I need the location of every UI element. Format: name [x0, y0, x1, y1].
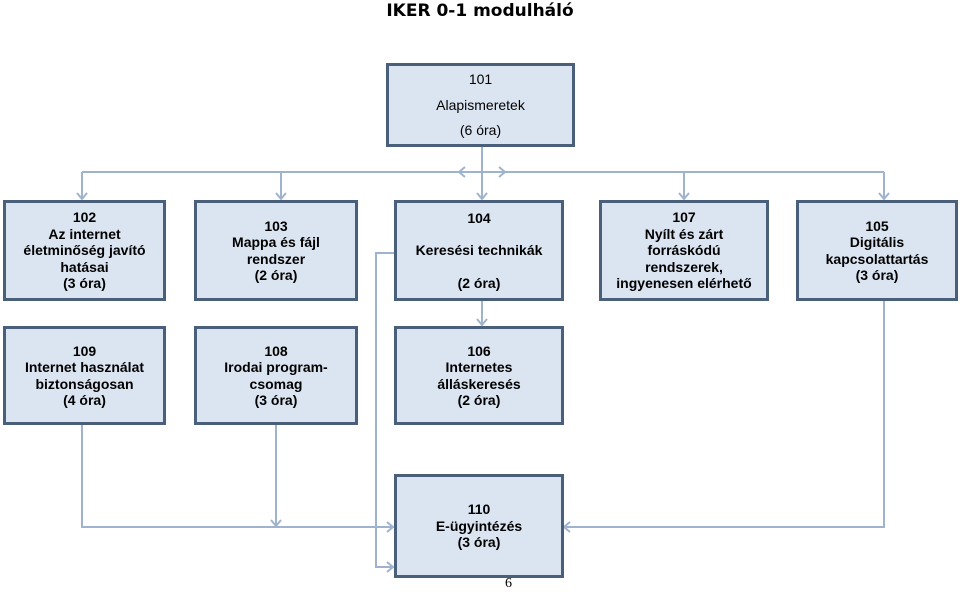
- module-105-code: 105: [865, 217, 889, 234]
- module-105-line3: kapcsolattartás: [825, 250, 929, 267]
- module-104-name: Keresési technikák: [415, 242, 543, 259]
- module-107-line2: Nyílt és zárt: [644, 225, 724, 242]
- module-108-line2: Irodai program-: [224, 359, 328, 375]
- module-104-hours: (2 óra): [457, 274, 501, 291]
- module-110-hours: (3 óra): [457, 534, 501, 551]
- module-106-hours: (2 óra): [457, 392, 501, 408]
- module-102-hours: (3 óra): [63, 275, 106, 292]
- edge-109-110: [81, 425, 395, 533]
- module-109-line3: biztonságosan: [35, 375, 134, 392]
- module-108: 108 Irodai program- csomag (3 óra): [194, 326, 358, 425]
- module-101-name: Alapismeretek: [436, 96, 525, 113]
- module-103-line2: Mappa és fájl: [232, 234, 320, 250]
- module-109: 109 Internet használat biztonságosan (4 …: [3, 326, 166, 425]
- page-number: 6: [505, 576, 512, 591]
- module-110-code: 110: [467, 501, 491, 518]
- module-103: 103 Mappa és fájl rendszer (2 óra): [194, 200, 358, 301]
- module-110: 110 E-ügyintézés (3 óra): [394, 474, 564, 578]
- module-107: 107 Nyílt és zárt forráskódú rendszerek,…: [599, 200, 769, 301]
- module-104-code: 104: [467, 209, 491, 226]
- module-106-line2: Internetes: [445, 359, 513, 375]
- module-110-name: E-ügyintézés: [435, 517, 523, 534]
- module-106: 106 Internetes álláskeresés (2 óra): [394, 326, 564, 425]
- module-107-code: 107: [672, 209, 696, 226]
- module-105: 105 Digitális kapcsolattartás (3 óra): [796, 200, 958, 301]
- module-108-hours: (3 óra): [254, 392, 298, 408]
- module-105-hours: (3 óra): [855, 267, 899, 283]
- module-108-line3: csomag: [249, 375, 303, 392]
- module-109-line2: Internet használat: [24, 359, 145, 375]
- module-102-code: 102: [72, 209, 97, 226]
- module-109-hours: (4 óra): [63, 392, 106, 408]
- module-101: 101 Alapismeretek (6 óra): [386, 63, 575, 147]
- module-104: 104 Keresési technikák (2 óra): [394, 200, 564, 301]
- edge-105-110: [562, 301, 885, 533]
- module-103-line3: rendszer: [246, 250, 306, 267]
- module-103-code: 103: [264, 217, 288, 234]
- module-101-hours: (6 óra): [459, 122, 502, 139]
- module-102-line4: hatásai: [60, 258, 109, 275]
- module-105-line2: Digitális: [849, 234, 905, 250]
- module-102-line3: életminőség javító: [23, 242, 146, 259]
- diagram-title: IKER 0-1 modulháló: [386, 1, 574, 21]
- module-102-line2: Az internet: [48, 225, 121, 242]
- edge-104-110: [375, 252, 395, 573]
- module-107-line5: ingyenesen elérhető: [616, 275, 752, 292]
- module-109-code: 109: [72, 342, 97, 359]
- module-107-line4: rendszerek,: [645, 258, 723, 275]
- module-103-hours: (2 óra): [254, 267, 298, 283]
- module-102: 102 Az internet életminőség javító hatás…: [3, 200, 166, 301]
- module-107-line3: forráskódú: [647, 242, 721, 259]
- module-106-line3: álláskeresés: [437, 375, 521, 392]
- module-106-code: 106: [467, 342, 491, 359]
- module-108-code: 108: [264, 342, 288, 359]
- module-101-code: 101: [468, 71, 493, 88]
